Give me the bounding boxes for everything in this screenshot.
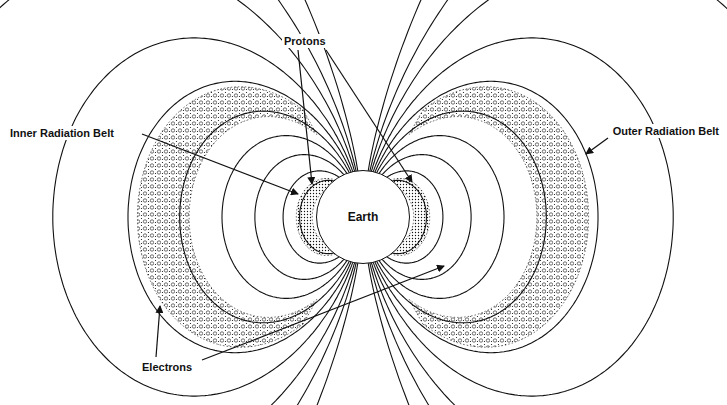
field-line <box>0 0 355 405</box>
earth-circle: Earth <box>316 170 410 264</box>
field-line <box>373 38 673 396</box>
leader-line <box>156 306 160 357</box>
node-label: Earth <box>348 210 379 224</box>
region-label: Electrons <box>140 360 194 374</box>
field-line <box>0 0 356 405</box>
leader-lines <box>142 50 608 360</box>
region-label: Inner Radiation Belt <box>8 126 116 140</box>
radiation-belt <box>409 87 588 347</box>
leader-line <box>586 138 608 154</box>
leader-line <box>142 134 298 194</box>
region-label: Outer Radiation Belt <box>611 124 721 138</box>
field-line <box>370 0 727 405</box>
field-line <box>371 0 727 405</box>
leader-line <box>298 50 312 184</box>
field-line <box>368 0 727 405</box>
leader-line <box>326 50 412 182</box>
region-label: Protons <box>282 34 328 48</box>
field-line <box>0 0 358 405</box>
leader-line <box>202 266 444 360</box>
radiation-belt <box>137 87 316 347</box>
belt-regions <box>137 87 588 347</box>
field-line <box>53 38 353 396</box>
